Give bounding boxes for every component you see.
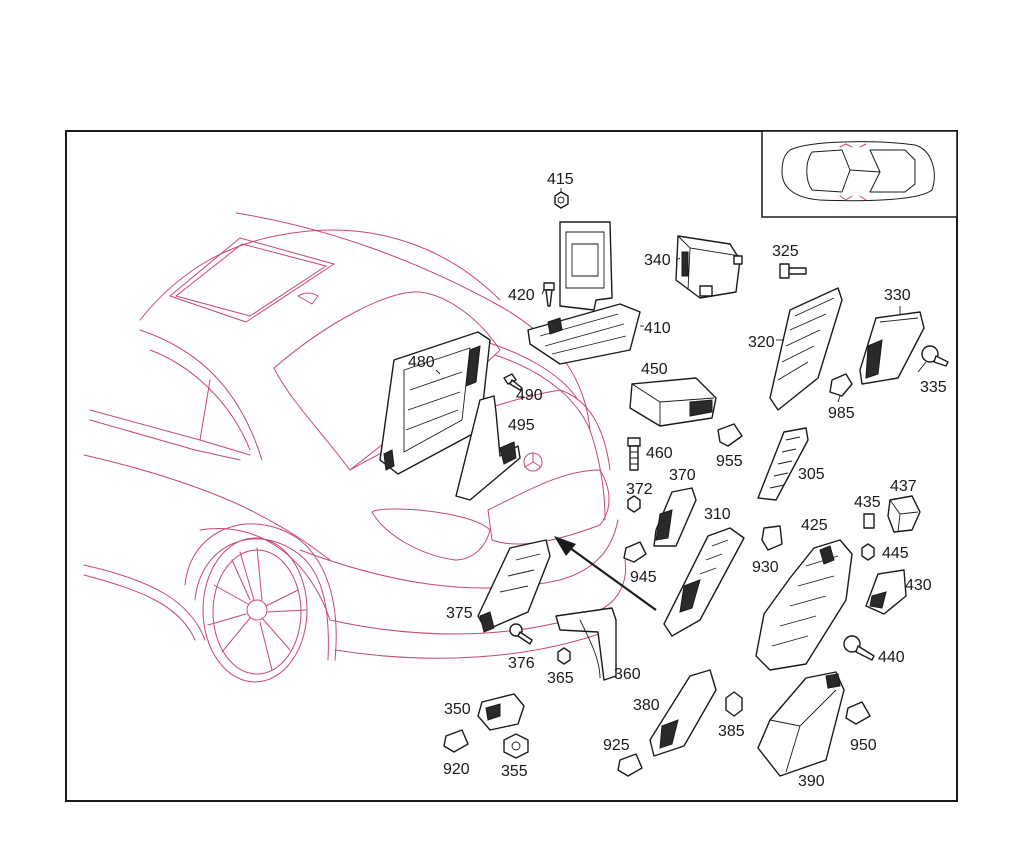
label-495: 495 — [508, 417, 535, 434]
label-437: 437 — [890, 478, 917, 495]
label-955: 955 — [716, 453, 743, 470]
label-380: 380 — [633, 697, 660, 714]
part-420-screw — [543, 282, 555, 307]
label-375: 375 — [446, 605, 473, 622]
part-440-screw — [843, 635, 875, 661]
label-365: 365 — [547, 670, 574, 687]
label-360: 360 — [614, 666, 641, 683]
part-490-screw — [503, 373, 523, 391]
part-920-connector — [443, 729, 469, 753]
part-955-connector — [717, 423, 743, 447]
label-930: 930 — [752, 559, 779, 576]
label-450: 450 — [641, 361, 668, 378]
label-425: 425 — [801, 517, 828, 534]
label-372: 372 — [626, 481, 653, 498]
part-375-module — [477, 539, 551, 633]
part-350-sensor — [477, 693, 525, 731]
location-arrow — [554, 536, 657, 611]
label-410: 410 — [644, 320, 671, 337]
label-480: 480 — [408, 354, 435, 371]
label-985: 985 — [828, 405, 855, 422]
part-330-relay-module — [859, 311, 925, 385]
part-480-holder — [379, 331, 491, 475]
label-350: 350 — [444, 701, 471, 718]
part-335-screw — [921, 345, 949, 367]
part-425-fuse-holder — [755, 539, 853, 671]
part-380-module — [649, 669, 717, 757]
label-440: 440 — [878, 649, 905, 666]
label-430: 430 — [905, 577, 932, 594]
part-372-nut — [627, 495, 641, 513]
label-370: 370 — [669, 467, 696, 484]
label-310: 310 — [704, 506, 731, 523]
label-950: 950 — [850, 737, 877, 754]
label-390: 390 — [798, 773, 825, 790]
part-925-connector — [617, 753, 643, 777]
label-435: 435 — [854, 494, 881, 511]
diagram-frame — [65, 130, 958, 802]
label-320: 320 — [748, 334, 775, 351]
part-460-bolt — [627, 437, 641, 471]
part-945-connector — [623, 541, 647, 563]
leader-lines — [435, 188, 927, 403]
part-410-bracket — [527, 221, 641, 365]
part-930-connector — [761, 525, 783, 551]
part-labels: 415 420 340 410 325 330 320 335 480 450 … — [408, 171, 947, 790]
part-950-connector — [845, 701, 871, 725]
part-365-nut — [557, 647, 571, 665]
part-450-control-unit — [629, 377, 717, 427]
label-415: 415 — [547, 171, 574, 188]
part-495-bracket — [455, 395, 521, 501]
label-460: 460 — [646, 445, 673, 462]
label-376: 376 — [508, 655, 535, 672]
part-390-housing — [757, 671, 845, 777]
label-330: 330 — [884, 287, 911, 304]
part-415-nut — [554, 191, 569, 209]
part-985-connector — [829, 373, 853, 397]
part-355-nut — [503, 733, 529, 759]
part-360-bracket — [555, 607, 617, 681]
part-370-module — [653, 487, 697, 547]
part-430-relay-module — [865, 569, 907, 615]
label-420: 420 — [508, 287, 535, 304]
label-305: 305 — [798, 466, 825, 483]
part-325-screw — [779, 263, 807, 279]
part-445-nut — [861, 543, 875, 561]
part-437-relay — [887, 495, 921, 533]
label-445: 445 — [882, 545, 909, 562]
part-385-nut — [725, 691, 743, 717]
label-385: 385 — [718, 723, 745, 740]
part-376-screw — [509, 623, 533, 645]
part-305-fuse-module — [757, 427, 809, 501]
part-435-fuse — [863, 513, 875, 529]
label-355: 355 — [501, 763, 528, 780]
label-920: 920 — [443, 761, 470, 778]
label-340: 340 — [644, 252, 671, 269]
label-335: 335 — [920, 379, 947, 396]
label-325: 325 — [772, 243, 799, 260]
part-310-module — [663, 527, 745, 637]
label-490: 490 — [516, 387, 543, 404]
vehicle-locator-inset — [761, 130, 958, 218]
label-945: 945 — [630, 569, 657, 586]
label-925: 925 — [603, 737, 630, 754]
part-340-control-unit — [675, 235, 743, 299]
part-320-module — [769, 287, 843, 411]
